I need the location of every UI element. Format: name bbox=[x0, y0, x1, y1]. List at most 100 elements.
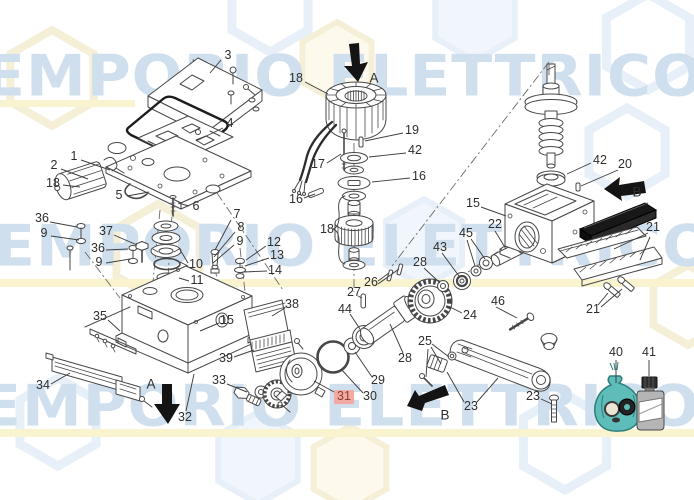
part-wire-clip bbox=[103, 156, 125, 174]
view-marker-label: B bbox=[632, 184, 642, 200]
part-callout: 35 bbox=[93, 309, 107, 324]
part-seal-bag-40 bbox=[594, 361, 642, 432]
part-callout: 30 bbox=[363, 389, 377, 404]
part-oring-30 bbox=[316, 340, 350, 374]
leader-line bbox=[80, 159, 111, 171]
hexagon-shape bbox=[6, 25, 98, 131]
leader-line bbox=[271, 307, 286, 317]
part-callout: 3 bbox=[224, 48, 232, 63]
part-callout: 16 bbox=[289, 192, 303, 207]
leader-line bbox=[371, 177, 411, 183]
part-callout: 8 bbox=[237, 220, 245, 235]
part-callout: 7 bbox=[233, 207, 241, 222]
leader-line bbox=[178, 247, 189, 264]
leader-line bbox=[60, 168, 89, 180]
part-callout: 21 bbox=[586, 302, 600, 317]
part-plates-21 bbox=[557, 226, 663, 298]
leader-lines bbox=[49, 59, 651, 412]
leader-line bbox=[50, 235, 80, 241]
leader-line bbox=[243, 270, 268, 273]
part-gasket bbox=[125, 95, 229, 161]
leader-line bbox=[126, 191, 150, 197]
leader-line bbox=[495, 306, 518, 319]
leader-line bbox=[580, 169, 619, 187]
part-callout: 32 bbox=[178, 410, 192, 425]
hexagon-shape bbox=[15, 372, 101, 472]
part-rail-35 bbox=[84, 306, 137, 355]
view-marker-label: A bbox=[146, 376, 156, 392]
part-callout: 29 bbox=[371, 373, 385, 388]
leader-line bbox=[209, 59, 222, 74]
part-pin-20 bbox=[575, 182, 581, 192]
part-callout: 39 bbox=[219, 351, 233, 366]
leader-line bbox=[177, 202, 190, 207]
part-callout: 2 bbox=[50, 158, 58, 173]
part-callout: 16 bbox=[412, 169, 426, 184]
leader-line bbox=[349, 313, 361, 330]
leader-line bbox=[441, 252, 460, 277]
leader-line bbox=[313, 380, 337, 394]
part-screws-left bbox=[66, 223, 149, 271]
part-callout: 37 bbox=[99, 224, 113, 239]
leader-line bbox=[62, 184, 81, 188]
leader-line bbox=[466, 239, 476, 267]
view-arrows bbox=[154, 43, 646, 424]
leader-line bbox=[597, 292, 609, 306]
leader-line bbox=[340, 368, 364, 394]
part-swing-arm-23 bbox=[419, 333, 559, 423]
hexagon-shape bbox=[227, 0, 313, 58]
leader-line bbox=[245, 245, 267, 261]
part-callout: 17 bbox=[311, 157, 325, 172]
part-callout: 21 bbox=[646, 220, 660, 235]
leader-line bbox=[431, 343, 450, 358]
part-callout: 42 bbox=[593, 153, 607, 168]
leader-line bbox=[449, 306, 463, 314]
part-callout: 22 bbox=[488, 217, 502, 232]
watermark-yellow-band bbox=[0, 100, 135, 107]
part-callout: 27 bbox=[347, 285, 361, 300]
leader-line bbox=[430, 346, 442, 365]
leader-line bbox=[233, 349, 255, 358]
leader-line bbox=[354, 351, 373, 378]
leader-line bbox=[179, 261, 189, 267]
part-callout-highlighted: 31 bbox=[334, 389, 354, 404]
leader-line bbox=[470, 238, 486, 260]
part-center-stack bbox=[307, 136, 374, 270]
leader-line bbox=[214, 219, 232, 251]
arrow-b-right bbox=[604, 177, 646, 201]
hexagon-shape bbox=[310, 422, 390, 500]
leader-line bbox=[50, 372, 71, 385]
leader-line bbox=[377, 272, 390, 282]
part-callout: 36 bbox=[91, 241, 105, 256]
part-callout: 10 bbox=[189, 257, 203, 272]
part-callout: 18 bbox=[320, 222, 334, 237]
part-callout: 33 bbox=[212, 373, 226, 388]
hexagon-shape bbox=[601, 0, 694, 96]
leader-line bbox=[389, 323, 404, 354]
leader-line bbox=[304, 81, 329, 95]
leader-line bbox=[600, 288, 623, 308]
part-callout: 9 bbox=[95, 255, 103, 270]
part-callout: 4 bbox=[226, 116, 234, 131]
leader-line bbox=[377, 268, 400, 285]
part-callout: 23 bbox=[464, 399, 478, 414]
leader-line bbox=[425, 348, 429, 378]
leader-line bbox=[423, 267, 441, 284]
leader-line bbox=[185, 373, 195, 412]
leader-line bbox=[244, 257, 270, 267]
leader-line bbox=[303, 193, 316, 199]
part-callout: 25 bbox=[418, 334, 432, 349]
part-callout: 28 bbox=[413, 255, 427, 270]
leader-line bbox=[494, 230, 507, 250]
watermark-yellow-band bbox=[0, 279, 694, 287]
part-callout: 1 bbox=[70, 149, 78, 164]
part-callout: 9 bbox=[236, 234, 244, 249]
part-callout: 45 bbox=[459, 226, 473, 241]
leader-line bbox=[105, 248, 129, 251]
leader-line bbox=[480, 206, 507, 217]
part-pump-cover-31 bbox=[275, 352, 326, 413]
part-bracket-34 bbox=[45, 352, 153, 408]
view-marker-label: A bbox=[369, 70, 379, 86]
